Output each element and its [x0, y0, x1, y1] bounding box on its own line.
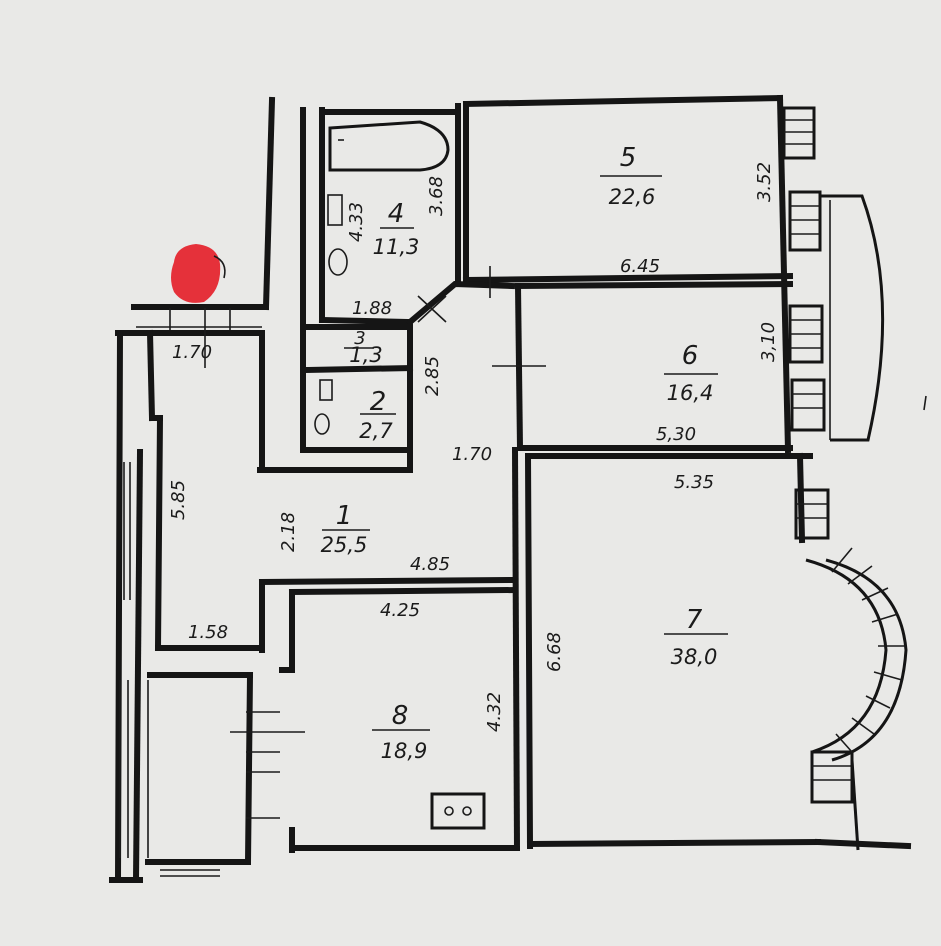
room-4-number: 4: [388, 199, 405, 229]
windows: [119, 106, 908, 877]
dim-3-68: 3.68: [426, 176, 447, 216]
dim-5-35: 5.35: [674, 472, 714, 493]
dim-1-88: 1.88: [352, 298, 392, 319]
bath-sink: [327, 194, 343, 226]
room-7-area: 38,0: [671, 645, 718, 669]
dim-3-10: 3,10: [758, 322, 779, 362]
dim-5-30: 5,30: [656, 424, 696, 445]
dim-6-68: 6.68: [544, 632, 565, 672]
room-labels: 1 25,5 2 2,7 3 1,3 4 11,3 5 22,6 6 16,4 …: [321, 143, 728, 763]
room-3-area: 1,3: [349, 343, 382, 367]
room-1-area: 25,5: [321, 533, 368, 557]
dim-5-85: 5.85: [168, 480, 189, 520]
room-2-area: 2,7: [359, 419, 393, 443]
dim-4-32: 4.32: [484, 692, 505, 732]
room-2-number: 2: [370, 387, 387, 417]
room-6-number: 6: [682, 341, 699, 371]
room-8-area: 18,9: [381, 739, 428, 763]
dim-2-85: 2.85: [422, 356, 443, 396]
dim-4-33: 4.33: [346, 202, 367, 242]
bath-toilet: [328, 248, 348, 276]
red-marker: [171, 244, 226, 303]
dim-6-45: 6.45: [620, 256, 660, 277]
dim-1-58: 1.58: [188, 622, 228, 643]
room-3-number: 3: [354, 328, 365, 349]
room-4-area: 11,3: [373, 235, 420, 259]
fixtures: [314, 120, 927, 830]
wc-toilet: [314, 413, 330, 435]
dimension-labels: 1.70 5.85 1.58 2.18 4.85 4.25 4.32 6.68 …: [168, 162, 779, 732]
dim-4-25: 4.25: [380, 600, 420, 621]
dim-4-85: 4.85: [410, 554, 450, 575]
room-1-number: 1: [336, 501, 353, 531]
room-5-number: 5: [620, 143, 637, 173]
kitchen-stove: [430, 792, 486, 830]
dim-2-18: 2.18: [278, 512, 299, 552]
walls: [109, 94, 912, 884]
room-5-area: 22,6: [609, 185, 656, 209]
room-8-number: 8: [392, 701, 409, 731]
dim-1-70-mid: 1.70: [452, 444, 492, 465]
bathtub: [328, 120, 450, 172]
dim-1-70-top: 1.70: [172, 342, 212, 363]
dim-3-52: 3.52: [754, 162, 775, 202]
room-6-area: 16,4: [667, 381, 714, 405]
room-7-number: 7: [686, 605, 703, 635]
